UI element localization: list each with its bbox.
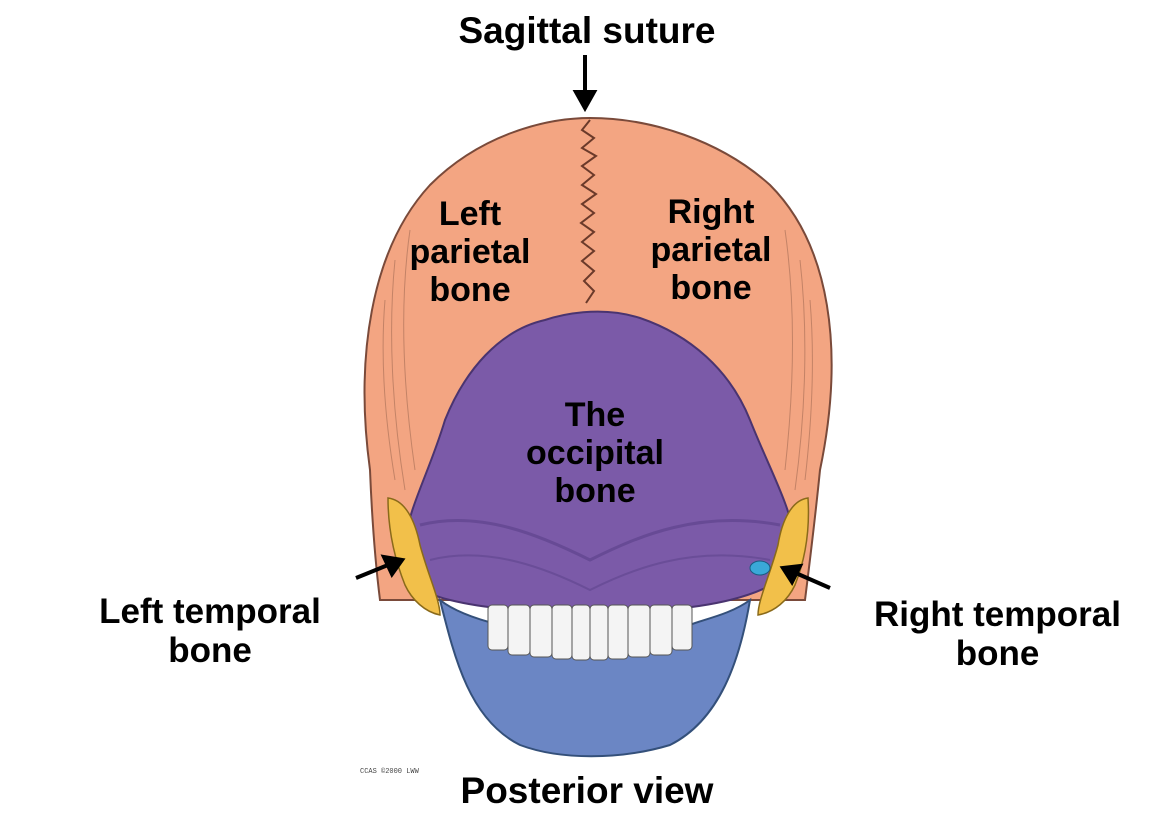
copyright-text: CCAS ©2000 LWW — [360, 768, 419, 776]
left-parietal-label: Left parietal bone — [390, 195, 550, 309]
parietal-shading — [382, 229, 813, 491]
occipital-line-1: The — [564, 396, 626, 434]
occipital-line-2: occipital — [526, 434, 664, 473]
arrows — [355, 55, 831, 590]
sagittal-suture-line — [579, 119, 598, 304]
left-temporal-region — [387, 497, 441, 616]
right-parietal-line-2: parietal — [650, 231, 772, 270]
right-parietal-line-1: Right — [667, 193, 755, 231]
right-parietal-line-3: bone — [670, 269, 752, 308]
occipital-line-3: bone — [554, 472, 636, 511]
left-parietal-line-2: parietal — [409, 233, 531, 272]
right-temporal-line-2: bone — [955, 634, 1040, 674]
posterior-view-label: Posterior view — [460, 770, 714, 811]
right-temporal-region — [757, 497, 810, 616]
left-temporal-arrow — [355, 563, 389, 580]
left-temporal-line-2: bone — [168, 631, 252, 671]
left-temporal-line-1: Left temporal — [99, 592, 321, 631]
occipital-label: The occipital bone — [520, 396, 670, 510]
left-parietal-line-1: Left — [438, 195, 502, 233]
teeth — [487, 604, 693, 661]
left-temporal-label: Left temporal bone — [60, 592, 360, 670]
sagittal-suture-label: Sagittal suture — [458, 10, 716, 51]
right-parietal-label: Right parietal bone — [628, 193, 794, 307]
right-temporal-label: Right temporal bone — [845, 595, 1150, 673]
right-temporal-line-1: Right temporal — [874, 595, 1121, 634]
right-temporal-arrow — [797, 572, 831, 590]
left-parietal-line-3: bone — [429, 271, 511, 310]
